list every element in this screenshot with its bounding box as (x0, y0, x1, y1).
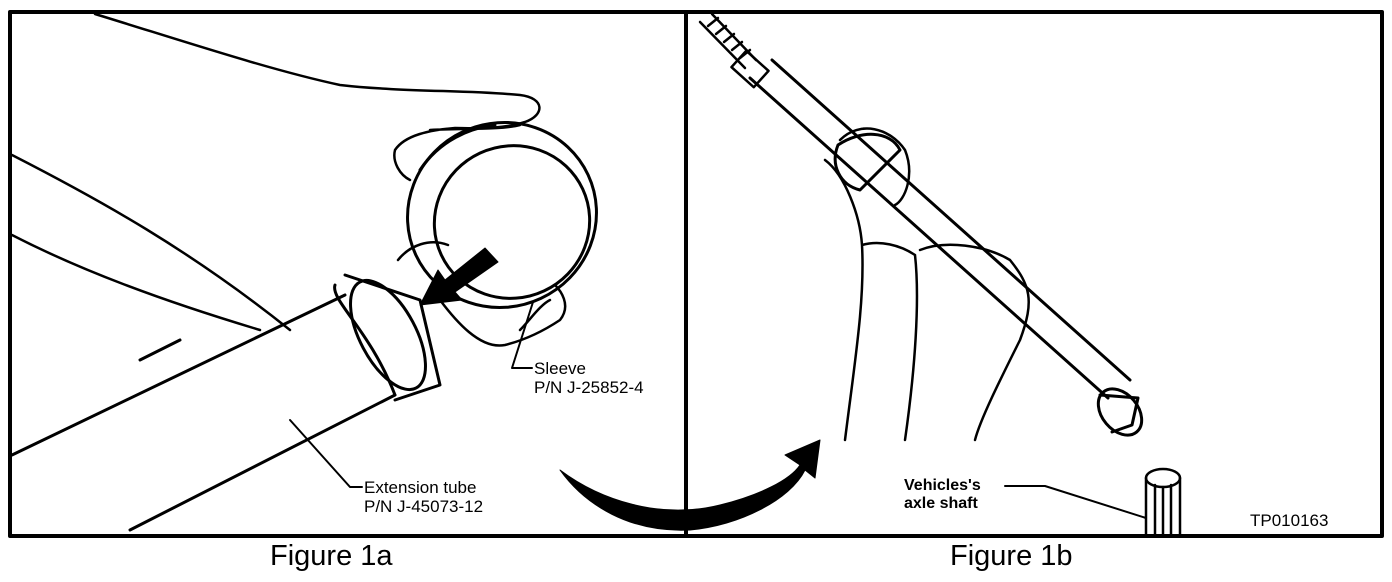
figure-1a-drawing (10, 12, 598, 532)
sleeve-on-tube-drawing (833, 132, 902, 192)
figure-1a-caption: Figure 1a (270, 540, 393, 572)
installer-tube-drawing (748, 58, 1144, 437)
axle-leader-line (1004, 485, 1147, 519)
lower-hand-drawing (396, 241, 567, 347)
sleeve-leader-line (511, 301, 534, 369)
threaded-rod-drawing (698, 12, 770, 89)
extension-tube-label: Extension tube P/N J-45073-12 (364, 478, 483, 516)
axle-shaft-drawing (1144, 467, 1182, 536)
extension-tube-label-line1: Extension tube (364, 478, 477, 497)
sleeve-label: Sleeve P/N J-25852-4 (534, 359, 644, 397)
axle-shaft-label-line1: Vehicles's (904, 477, 981, 494)
extension-leader-line (289, 419, 363, 488)
upper-hand-drawing (93, 12, 541, 182)
axle-shaft-label: Vehicles's axle shaft (904, 477, 981, 513)
sleeve-label-part-number: P/N J-25852-4 (534, 378, 644, 397)
gripping-hands-drawing (823, 127, 1030, 442)
axle-shaft-label-line2: axle shaft (904, 495, 978, 512)
figure-1b-drawing (698, 12, 1182, 536)
transition-arrow-icon (559, 439, 821, 531)
reference-code: TP010163 (1250, 511, 1329, 530)
extension-tube-drawing (10, 273, 442, 532)
figure-1b-caption: Figure 1b (950, 540, 1073, 572)
sleeve-ring-drawing (406, 120, 598, 310)
forearm-drawing (10, 153, 292, 332)
extension-tube-label-part-number: P/N J-45073-12 (364, 497, 484, 516)
sleeve-label-line1: Sleeve (534, 359, 586, 378)
figure-frame (8, 10, 1384, 538)
insert-arrow-icon (419, 247, 499, 306)
